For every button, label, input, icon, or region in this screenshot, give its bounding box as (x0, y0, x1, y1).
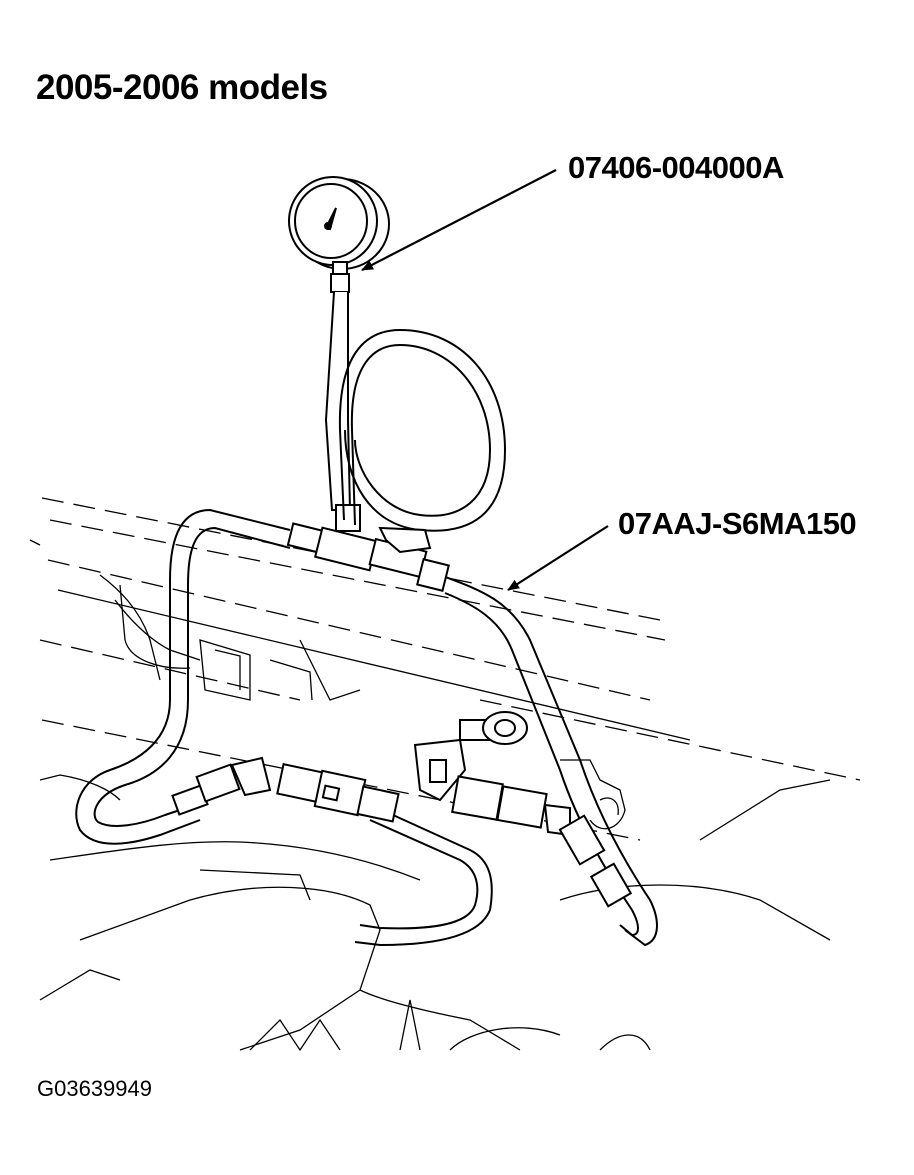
callout-arrows (361, 169, 609, 591)
pressure-gauge (288, 176, 390, 293)
left-hose-fittings (171, 756, 400, 823)
gauge-part-number-label: 07406-004000A (568, 150, 784, 185)
gauge-tube (324, 291, 361, 532)
figure-title: 2005-2006 models (36, 68, 328, 107)
tee-fitting (286, 522, 450, 592)
right-hose-fittings (413, 711, 633, 908)
hose-part-number-label: 07AAJ-S6MA150 (618, 506, 857, 541)
figure-id-label: G03639949 (37, 1076, 152, 1101)
fuel-hose (75, 508, 658, 947)
coiled-hose (338, 328, 507, 532)
